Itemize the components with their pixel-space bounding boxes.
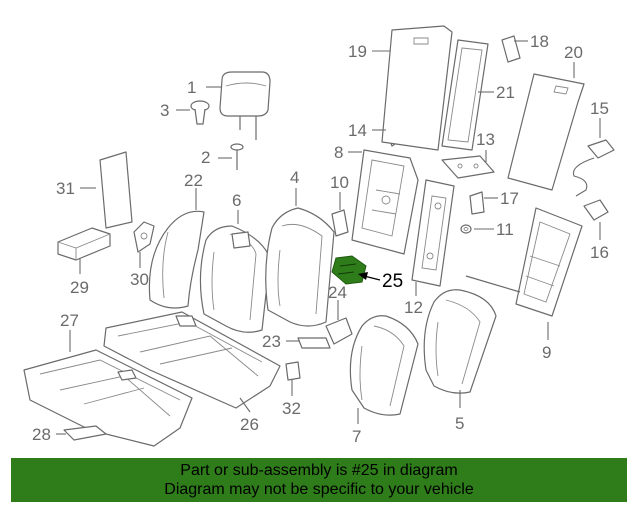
callout-1[interactable]: 1 <box>187 78 196 97</box>
callout-2[interactable]: 2 <box>201 148 210 167</box>
part-seat-frame[interactable] <box>351 149 419 255</box>
part-bracket-24[interactable] <box>325 317 353 345</box>
part-25-fill <box>331 255 367 285</box>
callout-28[interactable]: 28 <box>32 425 51 444</box>
part-seatback-panel-19[interactable] <box>381 25 453 151</box>
callout-18[interactable]: 18 <box>530 32 549 51</box>
callout-22[interactable]: 22 <box>184 171 203 190</box>
part-headrest-pin[interactable] <box>230 143 244 170</box>
part-seatback-panel-21[interactable] <box>441 39 489 151</box>
callout-32[interactable]: 32 <box>282 399 301 418</box>
callout-25[interactable]: 25 <box>382 271 403 292</box>
part-guide-sleeve[interactable] <box>190 100 210 125</box>
part-cover-23[interactable] <box>297 337 331 349</box>
part-25-highlighted[interactable] <box>331 255 367 285</box>
callout-30[interactable]: 30 <box>130 270 149 289</box>
callout-19[interactable]: 19 <box>348 42 367 61</box>
callout-11[interactable]: 11 <box>496 220 514 239</box>
callout-9[interactable]: 9 <box>542 343 551 362</box>
callout-27[interactable]: 27 <box>60 311 79 330</box>
callout-3[interactable]: 3 <box>160 101 169 120</box>
part-latch[interactable] <box>583 199 609 221</box>
part-center-bracket[interactable] <box>411 179 455 287</box>
leader-lines <box>56 40 601 435</box>
callout-26[interactable]: 26 <box>240 415 259 434</box>
callout-6[interactable]: 6 <box>232 191 241 210</box>
callout-12[interactable]: 12 <box>404 298 423 317</box>
info-banner: Part or sub-assembly is #25 in diagram D… <box>11 458 627 502</box>
part-pad[interactable] <box>57 227 111 261</box>
part-right-backrest[interactable] <box>423 289 497 394</box>
leader-25-arrow <box>358 272 381 281</box>
banner-line-2: Diagram may not be specific to your vehi… <box>164 481 474 498</box>
callout-15[interactable]: 15 <box>590 99 609 118</box>
part-bracket-10[interactable] <box>331 209 349 237</box>
parts-diagram: 1 2 3 4 5 6 7 8 9 10 11 12 13 14 15 16 1… <box>23 25 615 447</box>
part-seat-cushion[interactable] <box>103 311 281 409</box>
part-28[interactable] <box>63 425 107 441</box>
callout-14[interactable]: 14 <box>348 121 367 140</box>
callout-17[interactable]: 17 <box>500 189 519 208</box>
part-clip-18[interactable] <box>501 35 521 63</box>
callout-23[interactable]: 23 <box>262 332 281 351</box>
part-outer-backrest[interactable] <box>265 207 335 327</box>
banner-line-1: Part or sub-assembly is #25 in diagram <box>180 462 458 479</box>
callout-16[interactable]: 16 <box>590 243 609 262</box>
part-center-backrest[interactable] <box>199 225 271 333</box>
callout-5[interactable]: 5 <box>455 414 464 433</box>
callout-4[interactable]: 4 <box>290 168 299 187</box>
callout-13[interactable]: 13 <box>476 130 495 149</box>
callout-24[interactable]: 24 <box>328 283 347 302</box>
part-clip-32[interactable] <box>285 361 301 381</box>
callout-labels: 1 2 3 4 5 6 7 8 9 10 11 12 13 14 15 16 1… <box>32 32 609 446</box>
part-headrest[interactable] <box>219 71 271 140</box>
callout-20[interactable]: 20 <box>564 43 583 62</box>
part-washer[interactable] <box>460 224 472 234</box>
part-plate-13[interactable] <box>441 155 495 179</box>
part-back-panel[interactable] <box>99 151 133 229</box>
callout-31[interactable]: 31 <box>56 179 75 198</box>
part-seat-trim[interactable] <box>23 349 193 447</box>
callout-29[interactable]: 29 <box>70 278 89 297</box>
callout-21[interactable]: 21 <box>496 83 515 102</box>
part-bracket-30[interactable] <box>133 221 155 253</box>
part-bracket-17[interactable] <box>469 191 485 215</box>
part-side-bolster-left[interactable] <box>148 210 205 309</box>
callout-7[interactable]: 7 <box>352 427 361 446</box>
part-harness[interactable] <box>572 139 615 197</box>
part-seatback-panel-20[interactable] <box>507 73 585 191</box>
part-left-backrest[interactable] <box>349 315 419 416</box>
part-outer-frame[interactable] <box>465 207 583 317</box>
callout-8[interactable]: 8 <box>334 143 343 162</box>
callout-10[interactable]: 10 <box>330 173 349 192</box>
